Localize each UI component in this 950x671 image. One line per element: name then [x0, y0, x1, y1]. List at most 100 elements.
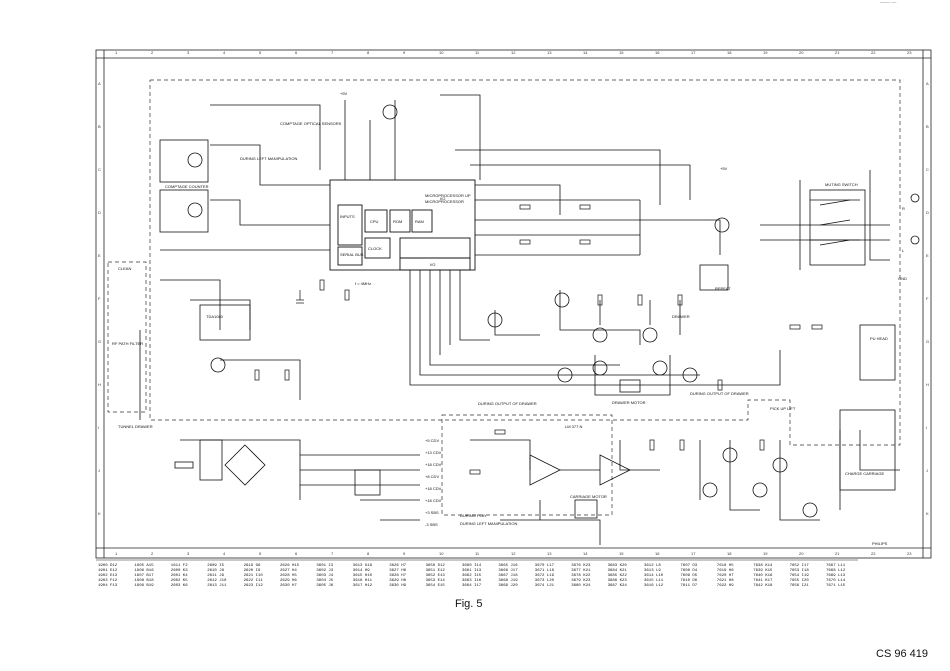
ics — [199, 264, 896, 519]
parts-table-cell: 3604 J5 — [316, 579, 333, 583]
parts-table-cell: 3685 K22 — [608, 574, 628, 578]
grid-col-21: 21 — [835, 551, 840, 556]
parts-table-cell: 2629 H6 — [280, 579, 297, 583]
grid-row-B: B — [926, 124, 929, 129]
grid-row-B: B — [98, 124, 101, 129]
parts-table-cell: 3660 I14 — [462, 564, 482, 568]
parts-table-cell: 2600 K3 — [171, 569, 188, 573]
grid-col-17: 17 — [691, 50, 696, 55]
parts-table-cell: 1908 B18 — [134, 579, 154, 583]
parts-table-cell: 1903 F12 — [98, 579, 118, 583]
parts-table-cell: 7608 D4 — [680, 569, 697, 573]
power-supply — [174, 439, 381, 496]
drawer-label: DRAWER — [672, 314, 690, 319]
output-l-label: L — [902, 248, 905, 253]
optical-sensors-label: COMPTAGE OPTICAL SENSORS — [280, 121, 342, 126]
during-output-label: DURING OUTPUT OF DRAWER — [478, 401, 537, 406]
grid-col-7: 7 — [331, 551, 334, 556]
parts-table-cell: 3613 L9 — [644, 569, 661, 573]
serial-label: SERIAL BUS — [340, 252, 364, 257]
carriage-motor-label: CARRIAGE MOTOR — [570, 494, 607, 499]
grid-col-21: 21 — [835, 50, 840, 55]
grid-col-2: 2 — [151, 50, 154, 55]
parts-table-cell: 2603 K6 — [171, 584, 188, 588]
power-rail-label: +3 SBS — [425, 510, 439, 515]
wiring — [139, 94, 900, 545]
grid-col-14: 14 — [583, 50, 588, 55]
during-play-label: DURING PLAY — [460, 513, 487, 518]
grid-col-15: 15 — [619, 551, 624, 556]
ic-lm-label: LM 377 N — [565, 424, 582, 429]
repeat-label: REPEAT — [715, 286, 731, 291]
parts-table-cell: 7652 I17 — [790, 564, 810, 568]
parts-table-cell: 2628 H5 — [280, 574, 297, 578]
grid-col-4: 4 — [223, 551, 226, 556]
parts-table-cell: 7621 H8 — [717, 579, 734, 583]
parts-table-cell: 2630 H7 — [280, 584, 297, 588]
parts-table-cell: 3684 K21 — [608, 569, 628, 573]
grid-col-22: 22 — [871, 50, 876, 55]
power-rail-label: -3 SBS — [425, 522, 438, 527]
parts-table-cell: 7669 L13 — [826, 574, 846, 578]
grid-row-K: K — [926, 511, 929, 516]
grid-col-1: 1 — [115, 551, 118, 556]
grid-row-D: D — [98, 210, 101, 215]
parts-table-cell: 3676 K23 — [571, 564, 591, 568]
power-rail-label: +18 CDV — [425, 486, 442, 491]
grid-col-17: 17 — [691, 551, 696, 556]
grid-col-23: 23 — [907, 551, 912, 556]
grid-col-5: 5 — [259, 551, 262, 556]
parts-table-cell: 7670 L14 — [826, 579, 846, 583]
grid-row-I: I — [98, 425, 99, 430]
grid-col-22: 22 — [871, 551, 876, 556]
grid-row-D: D — [926, 210, 929, 215]
parts-table-cell: 3603 J4 — [316, 574, 333, 578]
grid-row-A: A — [98, 81, 101, 86]
muting-switch — [809, 189, 920, 266]
parts-table-cell: 3666 J17 — [498, 569, 518, 573]
charge-carriage-label: CHARGE CARRIAGE — [845, 471, 884, 476]
power-rail-label: +13 CDV — [425, 450, 442, 455]
grid-row-F: F — [98, 296, 101, 301]
muting-switch-label: MUTING SWITCH — [825, 182, 858, 187]
dashed-enclosure — [107, 79, 901, 516]
grid-col-20: 20 — [799, 551, 804, 556]
parts-table-cell: 7611 D7 — [680, 584, 697, 588]
parts-table-cell: 1906 B16 — [134, 569, 154, 573]
grid-col-14: 14 — [583, 551, 588, 556]
grid-col-16: 16 — [655, 50, 660, 55]
grid-col-2: 2 — [151, 551, 154, 556]
grid-row-G: G — [926, 339, 929, 344]
grid-col-13: 13 — [547, 551, 552, 556]
grid-col-13: 13 — [547, 50, 552, 55]
parts-table-cell: 2602 K5 — [171, 579, 188, 583]
uc-label-right: MICROPROCESSOR — [425, 199, 464, 204]
power-rail-label: +5 CDV — [425, 438, 439, 443]
parts-table-cell: 3614 L10 — [644, 574, 664, 578]
output-r-label: R — [902, 206, 905, 211]
sheet-frame — [95, 49, 932, 559]
parts-table-cell: 3613 G18 — [353, 564, 373, 568]
grid-row-J: J — [926, 468, 928, 473]
grid-col-11: 11 — [475, 551, 480, 556]
grid-col-10: 10 — [439, 551, 444, 556]
parts-table-cell: 2613 J11 — [207, 584, 227, 588]
grid-col-10: 10 — [439, 50, 444, 55]
during-output-label-2: DURING OUTPUT OF DRAWER — [690, 391, 749, 396]
gnd-label: GND — [898, 276, 907, 281]
pickup-lift-label: PICK UP LIFT — [770, 406, 796, 411]
parts-table-cell: 3673 L20 — [535, 579, 555, 583]
parts-table-cell: 7619 H6 — [717, 569, 734, 573]
parts-table-cell: 7639 K15 — [753, 569, 773, 573]
parts-table-cell: 3670 L17 — [535, 564, 555, 568]
grid-col-6: 6 — [295, 551, 298, 556]
parts-table-cell: 3663 I16 — [462, 579, 482, 583]
parts-table-cell: 3677 K21 — [571, 569, 591, 573]
sensor-boxes — [159, 139, 209, 233]
parts-table-cell: 1905 A15 — [134, 564, 154, 568]
io2-label: I/O — [430, 262, 435, 267]
parts-table-cell: 2621 I10 — [244, 574, 264, 578]
grid-col-23: 23 — [907, 50, 912, 55]
